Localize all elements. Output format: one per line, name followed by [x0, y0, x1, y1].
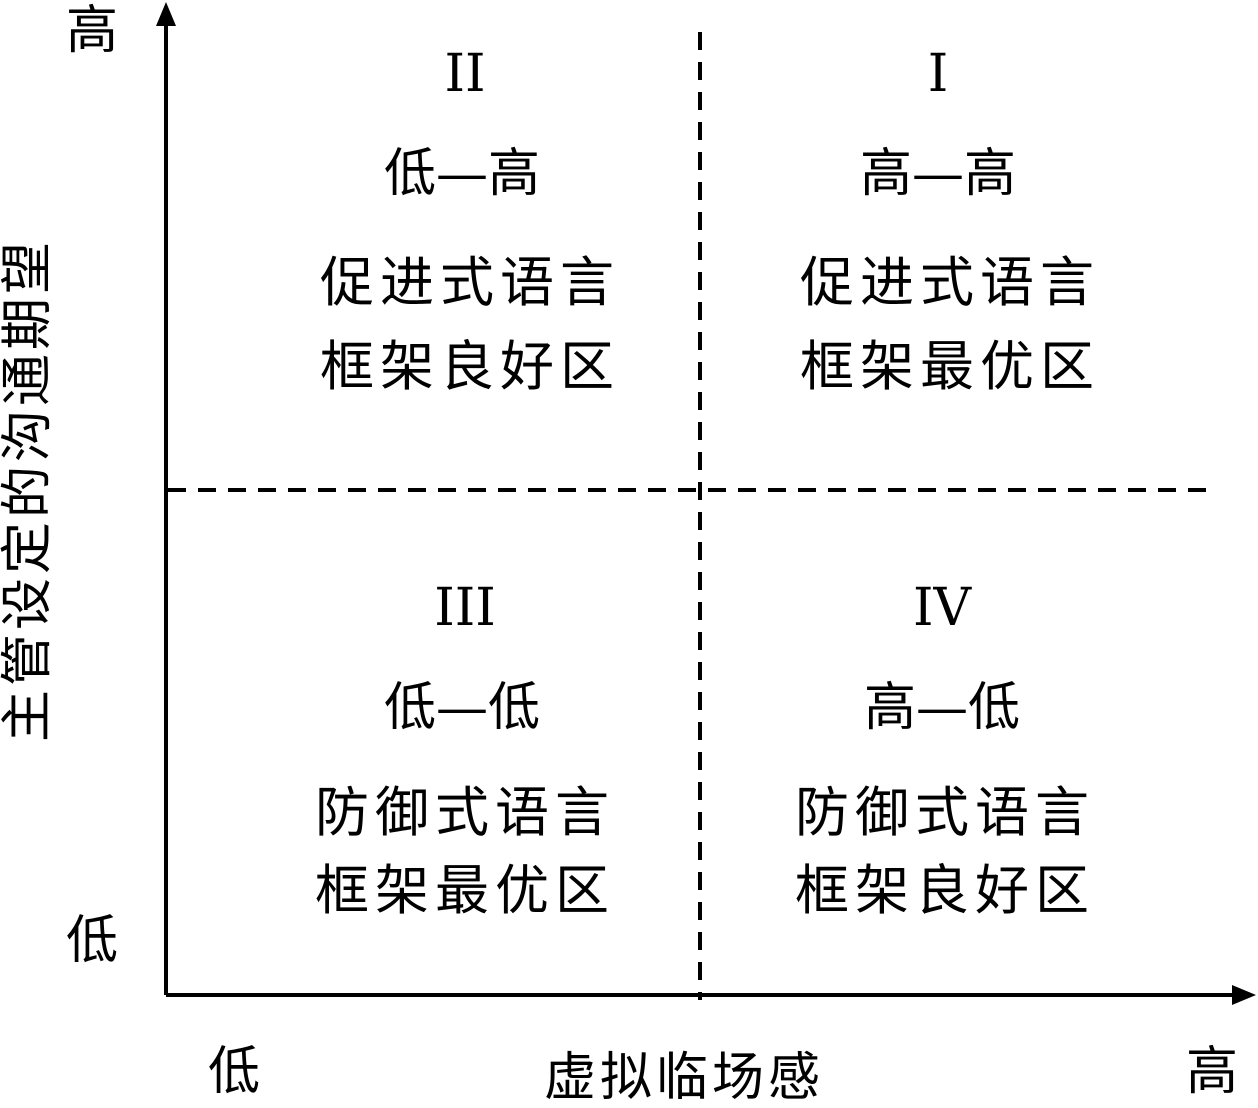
quadrant-1-code: 高—高	[859, 144, 1016, 204]
quadrant-2-numeral: II	[444, 44, 486, 104]
quadrant-1-numeral: I	[927, 44, 949, 104]
x-axis-high-label: 高	[1186, 1042, 1239, 1102]
quadrant-3-code: 低—低	[383, 678, 540, 738]
quadrant-2-code: 低—高	[383, 144, 540, 204]
x-axis-arrow	[1232, 985, 1256, 1005]
x-axis-title: 虚拟临场感	[544, 1048, 825, 1108]
quadrant-3-line1: 防御式语言	[315, 781, 615, 844]
quadrant-2-line1: 促进式语言	[320, 251, 620, 314]
y-axis-arrow	[156, 2, 176, 26]
quadrant-1-line2: 框架最优区	[800, 335, 1100, 398]
quadrant-3-numeral: III	[434, 578, 496, 638]
y-axis-low-label: 低	[66, 911, 119, 971]
quadrant-3-line2: 框架最优区	[315, 859, 615, 922]
quadrant-4-line2: 框架良好区	[795, 859, 1095, 922]
quadrant-2-line2: 框架良好区	[320, 335, 620, 398]
quadrant-4-code: 高—低	[863, 678, 1020, 738]
y-axis-high-label: 高	[66, 1, 119, 61]
x-axis-low-label: 低	[208, 1042, 261, 1102]
y-axis-title: 主管设定的沟通期望	[0, 237, 58, 743]
quadrant-1-line1: 促进式语言	[800, 251, 1100, 314]
quadrant-4-numeral: IV	[912, 578, 972, 638]
quadrant-4-line1: 防御式语言	[795, 781, 1095, 844]
